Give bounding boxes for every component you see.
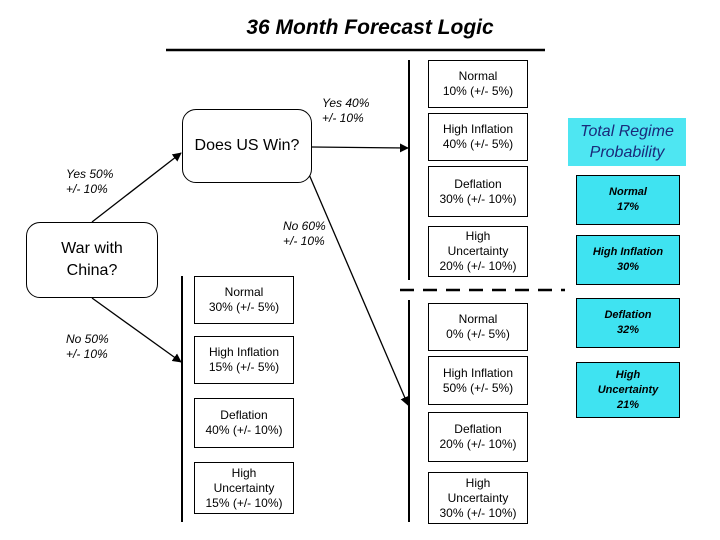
edge-label-war-yes: Yes 50%+/- 10% bbox=[66, 167, 114, 196]
regime-deflation-badge: Deflation 32% bbox=[576, 298, 680, 348]
outcome-name: Deflation bbox=[454, 422, 502, 436]
regime-high-uncertainty-badge: High Uncertainty 21% bbox=[576, 362, 680, 418]
regime-name: High Uncertainty bbox=[597, 368, 659, 396]
outcome-name: Deflation bbox=[220, 408, 268, 422]
outcome-value: 15% (+/- 10%) bbox=[205, 495, 283, 510]
regime-value: 17% bbox=[616, 201, 640, 213]
outcome-name: Normal bbox=[458, 312, 498, 326]
arrow-war-no bbox=[91, 297, 182, 363]
outcome-name: Deflation bbox=[454, 176, 502, 191]
outcome-value: 0% (+/- 5%) bbox=[446, 327, 510, 341]
arrow-win-yes bbox=[311, 143, 409, 153]
outcome-value: 15% (+/- 5%) bbox=[208, 360, 280, 374]
diagram-title: 36 Month Forecast Logic bbox=[246, 16, 494, 39]
war-with-china-label: War with China? bbox=[61, 240, 123, 279]
outcome-name: High Uncertainty bbox=[213, 465, 275, 495]
edge-label-win-no: No 60%+/- 10% bbox=[283, 219, 326, 248]
regime-normal-badge: Normal 17% bbox=[576, 175, 680, 225]
outcome-value: 50% (+/- 5%) bbox=[442, 380, 514, 395]
regime-summary-title: Total Regime Probability bbox=[568, 118, 686, 166]
arrow-war-yes bbox=[91, 152, 182, 223]
war-with-china-node: War with China? bbox=[26, 222, 158, 298]
regime-value: 30% bbox=[616, 261, 639, 273]
regime-name: Normal bbox=[609, 186, 647, 198]
regime-name: Deflation bbox=[604, 309, 652, 321]
regime-value: 21% bbox=[616, 398, 640, 411]
outcome-value: 20% (+/- 10%) bbox=[439, 437, 517, 451]
edge-label-war-no: No 50%+/- 10% bbox=[66, 332, 109, 361]
outcome-name: Normal bbox=[458, 69, 498, 83]
does-us-win-node: Does US Win? bbox=[182, 109, 312, 183]
outcome-value: 40% (+/- 5%) bbox=[442, 137, 514, 151]
outcome-value: 30% (+/- 10%) bbox=[439, 505, 517, 520]
outcome-value: 40% (+/- 10%) bbox=[205, 423, 283, 437]
arrow-win-no bbox=[304, 164, 409, 406]
does-us-win-label: Does US Win? bbox=[194, 137, 300, 154]
outcome-name: High Uncertainty bbox=[447, 229, 509, 258]
outcome-name: High Inflation bbox=[442, 365, 514, 380]
regime-name: High Inflation bbox=[592, 246, 664, 258]
outcome-name: Normal bbox=[224, 285, 264, 299]
outcome-name: High Inflation bbox=[442, 122, 514, 136]
outcome-value: 30% (+/- 10%) bbox=[439, 191, 517, 206]
edge-label-win-yes: Yes 40%+/- 10% bbox=[322, 96, 370, 125]
outcome-name: High Inflation bbox=[208, 345, 280, 359]
regime-high-inflation-badge: High Inflation 30% bbox=[576, 235, 680, 285]
outcome-value: 20% (+/- 10%) bbox=[439, 259, 517, 273]
outcome-value: 30% (+/- 5%) bbox=[208, 300, 280, 314]
outcome-name: High Uncertainty bbox=[447, 475, 509, 505]
outcome-value: 10% (+/- 5%) bbox=[442, 84, 514, 98]
regime-value: 32% bbox=[616, 324, 640, 336]
